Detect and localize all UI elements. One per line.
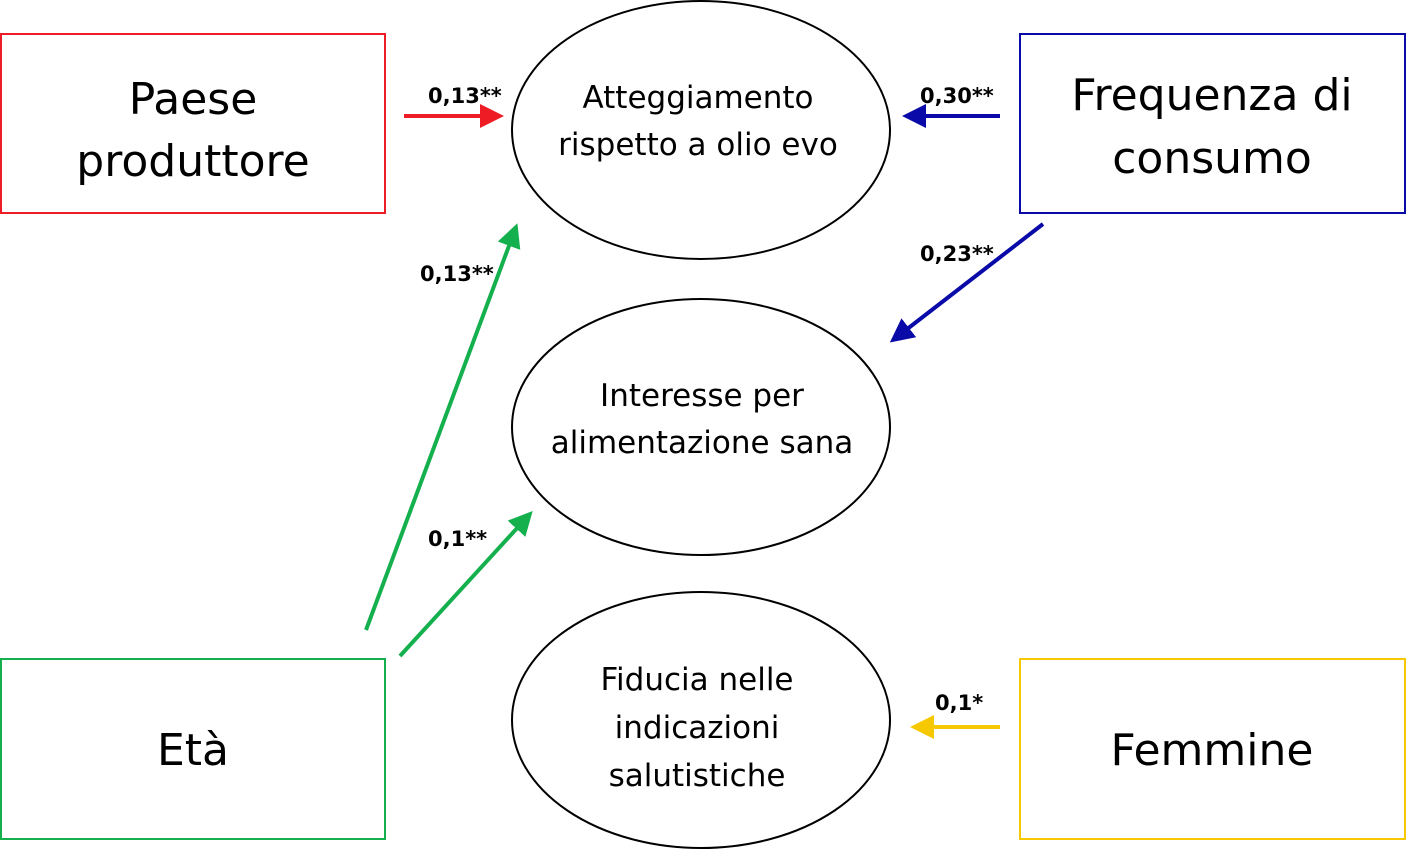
coef-frequenza-atteggiamento: 0,30** bbox=[920, 84, 994, 108]
coef-eta-atteggiamento: 0,13** bbox=[420, 262, 494, 286]
ellipse-interesse-line1: Interesse per bbox=[600, 378, 804, 414]
box-paese-produttore: Paese produttore bbox=[0, 33, 386, 214]
box-femmine: Femmine bbox=[1019, 658, 1406, 840]
ellipse-interesse-line2: alimentazione sana bbox=[551, 425, 854, 461]
box-paese-line2: produttore bbox=[76, 136, 309, 187]
coef-paese-atteggiamento: 0,13** bbox=[428, 84, 502, 108]
box-frequenza-line2: consumo bbox=[1112, 133, 1312, 184]
arrow-eta-to-interesse bbox=[398, 511, 533, 658]
ellipse-atteggiamento: Atteggiamento rispetto a olio evo bbox=[511, 0, 891, 260]
box-femmine-line1: Femmine bbox=[1111, 725, 1314, 776]
box-frequenza-line1: Frequenza di bbox=[1071, 70, 1352, 121]
ellipse-atteggiamento-shape bbox=[511, 0, 891, 260]
ellipse-interesse: Interesse per alimentazione sana bbox=[511, 298, 891, 556]
coef-frequenza-interesse: 0,23** bbox=[920, 242, 994, 266]
arrow-frequenza-to-interesse bbox=[889, 222, 1045, 343]
box-eta: Età bbox=[0, 658, 386, 840]
box-paese-line1: Paese bbox=[129, 74, 258, 125]
ellipse-fiducia-line1: Fiducia nelle bbox=[600, 662, 793, 698]
ellipse-fiducia-shape bbox=[511, 591, 891, 849]
box-femmine-border bbox=[1019, 658, 1406, 840]
ellipse-interesse-shape bbox=[511, 298, 891, 556]
box-paese-produttore-border bbox=[0, 33, 386, 214]
coef-femmine-fiducia: 0,1* bbox=[935, 691, 983, 715]
ellipse-fiducia-line2: indicazioni bbox=[615, 710, 780, 746]
ellipse-fiducia: Fiducia nelle indicazioni salutistiche bbox=[511, 591, 891, 849]
ellipse-atteggiamento-line1: Atteggiamento bbox=[582, 80, 813, 116]
box-frequenza-consumo: Frequenza di consumo bbox=[1019, 33, 1406, 214]
coef-eta-interesse: 0,1** bbox=[428, 527, 487, 551]
arrow-eta-to-atteggiamento bbox=[364, 223, 521, 631]
ellipse-atteggiamento-line2: rispetto a olio evo bbox=[558, 127, 838, 163]
box-eta-line1: Età bbox=[157, 725, 229, 776]
ellipse-fiducia-line3: salutistiche bbox=[609, 758, 786, 794]
box-eta-border bbox=[0, 658, 386, 840]
box-frequenza-consumo-border bbox=[1019, 33, 1406, 214]
